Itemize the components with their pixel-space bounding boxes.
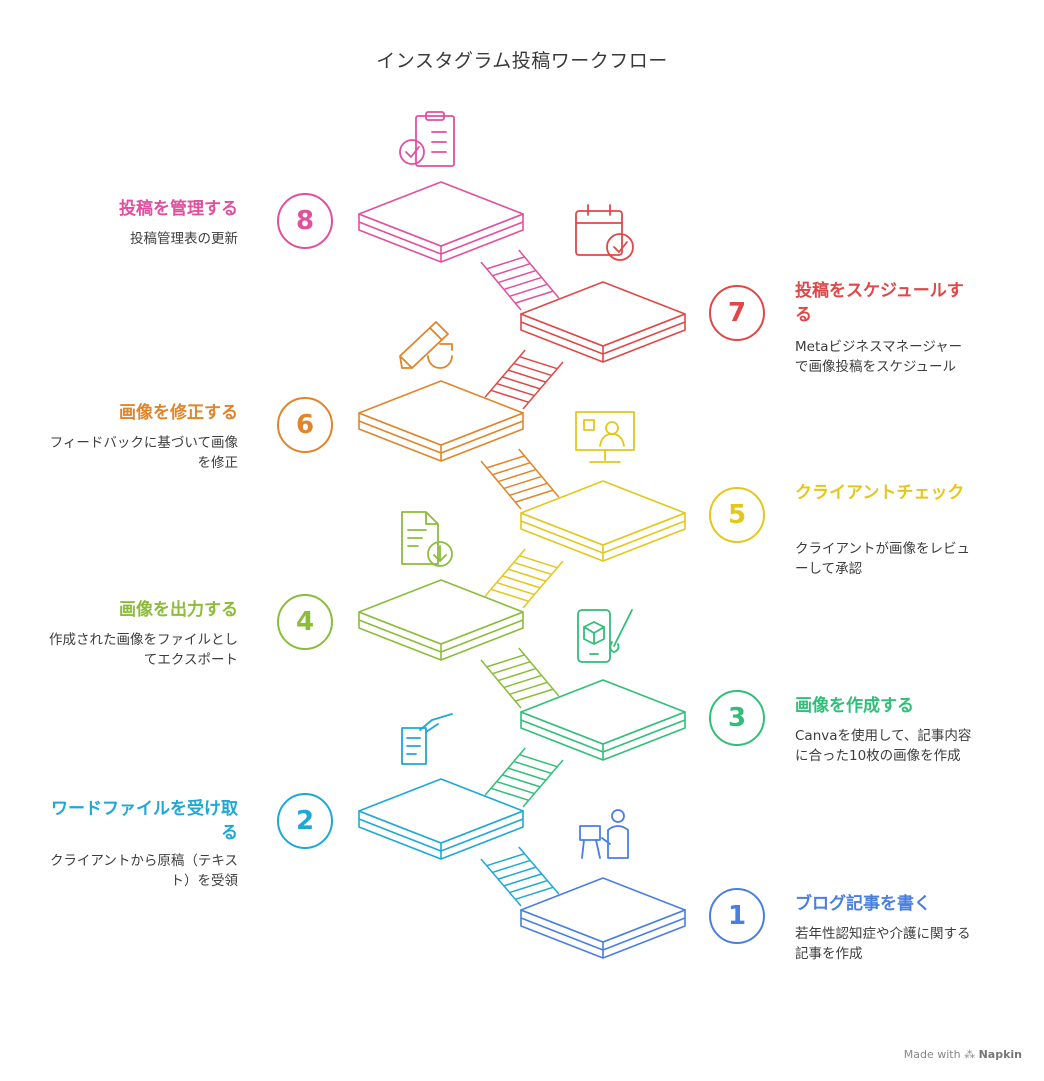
step-number-1: 1 bbox=[709, 888, 765, 944]
step-number-3: 3 bbox=[709, 690, 765, 746]
step-title: ワードファイルを受け取る bbox=[51, 799, 238, 843]
step-title: クライアントチェック bbox=[795, 483, 965, 503]
step-number-2: 2 bbox=[277, 793, 333, 849]
step-description: クライアントから原稿（テキスト）を受領 bbox=[49, 853, 238, 889]
step-description: 若年性認知症や介護に関する記事を作成 bbox=[795, 926, 971, 962]
step-title: 画像を修正する bbox=[119, 403, 238, 423]
person-laptop-icon bbox=[579, 809, 629, 859]
platform-6 bbox=[358, 380, 524, 462]
step-description: Metaビジネスマネージャーで画像投稿をスケジュール bbox=[795, 339, 963, 375]
step-description: クライアントが画像をレビューして承認 bbox=[795, 541, 970, 577]
step-number-4: 4 bbox=[277, 594, 333, 650]
file-download-icon bbox=[401, 511, 453, 567]
step-title: 画像を作成する bbox=[795, 696, 914, 716]
platform-5 bbox=[520, 480, 686, 562]
step-description: 投稿管理表の更新 bbox=[130, 231, 238, 247]
pencil-refresh-icon bbox=[399, 321, 453, 369]
platform-2 bbox=[358, 778, 524, 860]
stair-2 bbox=[484, 747, 564, 808]
watermark-brand: Napkin bbox=[978, 1048, 1022, 1061]
stair-5 bbox=[480, 448, 560, 510]
step-title: 画像を出力する bbox=[119, 600, 238, 620]
step-title: ブログ記事を書く bbox=[795, 894, 931, 914]
platform-3 bbox=[520, 679, 686, 761]
clipboard-check-icon bbox=[399, 111, 455, 167]
napkin-watermark: Made with ⁂ Napkin bbox=[904, 1048, 1022, 1061]
platform-1 bbox=[520, 877, 686, 959]
stair-3 bbox=[480, 647, 560, 709]
stair-7 bbox=[480, 249, 560, 311]
step-number-6: 6 bbox=[277, 397, 333, 453]
step-description: Canvaを使用して、記事内容に合った10枚の画像を作成 bbox=[795, 728, 972, 764]
monitor-review-icon bbox=[575, 411, 635, 463]
hand-document-icon bbox=[401, 713, 453, 765]
step-number-8: 8 bbox=[277, 193, 333, 249]
step-description: フィードバックに基づいて画像を修正 bbox=[49, 435, 238, 471]
stair-1 bbox=[480, 846, 560, 907]
step-description: 作成された画像をファイルとしてエクスポート bbox=[49, 632, 238, 668]
step-number-7: 7 bbox=[709, 285, 765, 341]
watermark-logo-icon: ⁂ bbox=[964, 1048, 976, 1061]
calendar-check-icon bbox=[575, 204, 634, 261]
diagram-title: インスタグラム投稿ワークフロー bbox=[376, 50, 668, 72]
watermark-prefix: Made with bbox=[903, 1048, 961, 1061]
tablet-brush-icon bbox=[577, 609, 633, 663]
stair-6 bbox=[484, 349, 564, 410]
step-title: 投稿を管理する bbox=[119, 199, 238, 219]
step-title: 投稿をスケジュールする bbox=[795, 281, 964, 325]
step-number-5: 5 bbox=[709, 487, 765, 543]
platform-7 bbox=[520, 281, 686, 363]
stair-4 bbox=[484, 548, 564, 609]
platform-4 bbox=[358, 579, 524, 661]
platform-8 bbox=[358, 181, 524, 263]
